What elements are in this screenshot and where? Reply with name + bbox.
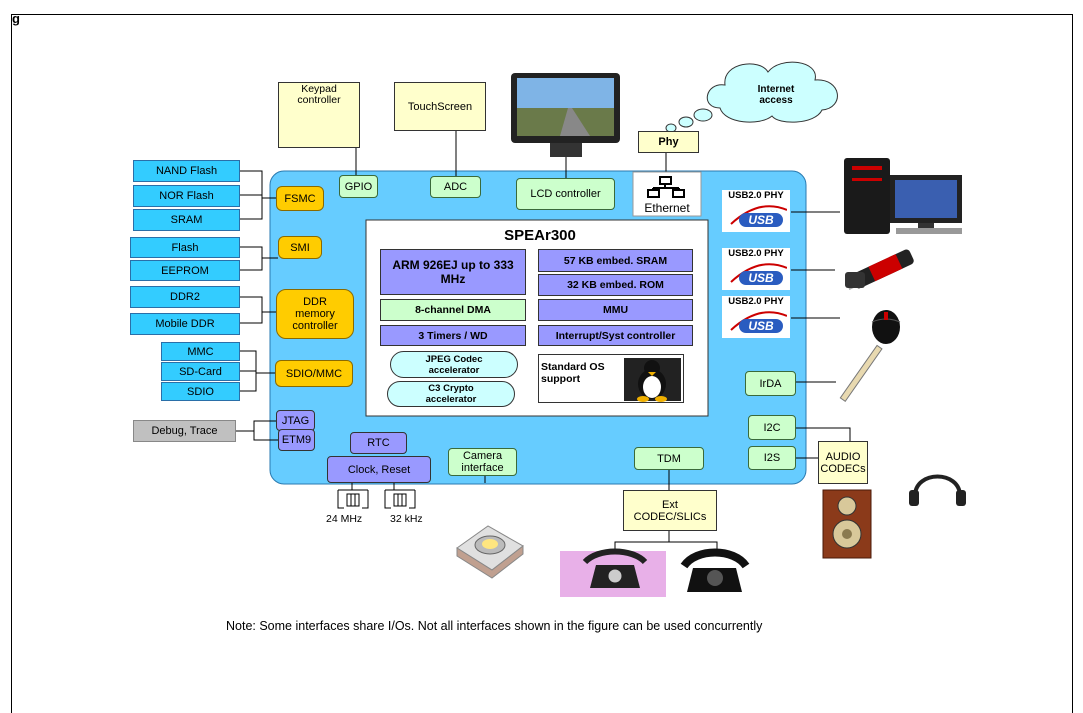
usb-phy-2-label: USB2.0 PHY	[728, 248, 784, 259]
i2s-block: I2S	[748, 446, 796, 470]
ddr-controller-block: DDR memory controller	[276, 289, 354, 339]
rtc-block: RTC	[350, 432, 407, 454]
usb-logo-icon: USB	[730, 311, 787, 333]
nand-flash-box: NAND Flash	[133, 160, 240, 182]
clock-24mhz-label: 24 MHz	[326, 513, 363, 525]
headphones-icon	[913, 474, 962, 497]
keypad-controller-box: Keypad controller	[278, 82, 360, 148]
usb-phy-1: USB2.0 PHY USB	[722, 190, 790, 232]
debug-trace-box: Debug, Trace	[133, 420, 236, 442]
nor-flash-box: NOR Flash	[133, 185, 240, 207]
fsmc-block: FSMC	[276, 186, 324, 211]
sdio-ext-box: SDIO	[161, 382, 240, 401]
sram-ext-box: SRAM	[133, 209, 240, 231]
computer-icon	[844, 158, 962, 234]
jtag-block: JTAG	[276, 410, 315, 431]
sd-card-box: SD-Card	[161, 362, 240, 381]
camera-sensor-icon	[456, 525, 524, 579]
soc-title: SPEAr300	[504, 227, 576, 244]
lcd-controller-block: LCD controller	[516, 178, 615, 210]
usb-phy-3: USB2.0 PHY USB	[722, 296, 790, 338]
sram-embedded-block: 57 KB embed. SRAM	[538, 249, 693, 272]
dma-block: 8-channel DMA	[380, 299, 526, 321]
usb-logo-text: USB	[748, 319, 774, 333]
clock-reset-block: Clock, Reset	[327, 456, 431, 483]
smi-block: SMI	[278, 236, 322, 259]
figure-frame: g	[11, 11, 1073, 713]
usb-logo-text: USB	[748, 213, 774, 227]
keypad-controller-label: Keypad controller	[297, 83, 341, 106]
irda-block: IrDA	[745, 371, 796, 396]
mmu-block: MMU	[538, 299, 693, 321]
mobile-ddr-box: Mobile DDR	[130, 313, 240, 335]
clock-32khz-label: 32 kHz	[390, 513, 423, 525]
phy-box: Phy	[638, 131, 699, 153]
gpio-block: GPIO	[339, 175, 378, 198]
eeprom-box: EEPROM	[130, 260, 240, 281]
usb-logo-text: USB	[748, 271, 774, 285]
usb-phy-2: USB2.0 PHY USB	[722, 248, 790, 290]
crypto-block: C3 Crypto accelerator	[387, 381, 515, 407]
monitor-icon	[511, 73, 620, 157]
ddr2-box: DDR2	[130, 286, 240, 308]
internet-access-label: Internet access	[757, 84, 795, 106]
jpeg-codec-block: JPEG Codec accelerator	[390, 351, 518, 378]
interrupt-controller-block: Interrupt/Syst controller	[538, 325, 693, 346]
figure-label: g	[12, 11, 20, 26]
ethernet-label: Ethernet	[644, 200, 690, 215]
adc-block: ADC	[430, 176, 481, 198]
rom-embedded-block: 32 KB embed. ROM	[538, 274, 693, 296]
arm-core-block: ARM 926EJ up to 333 MHz	[380, 249, 526, 295]
mmc-box: MMC	[161, 342, 240, 361]
ethernet-icon	[632, 171, 702, 217]
tdm-block: TDM	[634, 447, 704, 470]
irda-pen-icon	[839, 344, 883, 402]
etm9-block: ETM9	[278, 429, 315, 451]
vintage-phone-icon	[560, 548, 666, 597]
crystal-32khz-icon	[384, 489, 416, 509]
mouse-icon	[871, 310, 901, 344]
os-support-box: Standard OS support	[538, 354, 684, 403]
penguin-icon	[624, 358, 681, 402]
camera-interface-block: Camera interface	[448, 448, 517, 476]
os-support-label: Standard OS support	[541, 361, 605, 385]
usb-logo-icon: USB	[730, 205, 787, 227]
crystal-24mhz-icon	[337, 489, 369, 509]
timers-block: 3 Timers / WD	[380, 325, 526, 346]
sdio-mmc-block: SDIO/MMC	[275, 360, 353, 387]
internet-cloud-icon	[665, 61, 838, 133]
usb-logo-icon: USB	[730, 263, 787, 285]
usb-phy-1-label: USB2.0 PHY	[728, 190, 784, 201]
i2c-block: I2C	[748, 415, 796, 440]
speaker-icon	[822, 489, 872, 559]
ext-codec-box: Ext CODEC/SLICs	[623, 490, 717, 531]
audio-codecs-box: AUDIO CODECs	[818, 441, 868, 484]
flash-box: Flash	[130, 237, 240, 258]
touchscreen-box: TouchScreen	[394, 82, 486, 131]
usb-phy-3-label: USB2.0 PHY	[728, 296, 784, 307]
footnote: Note: Some interfaces share I/Os. Not al…	[226, 619, 763, 633]
desk-phone-icon	[680, 548, 750, 592]
